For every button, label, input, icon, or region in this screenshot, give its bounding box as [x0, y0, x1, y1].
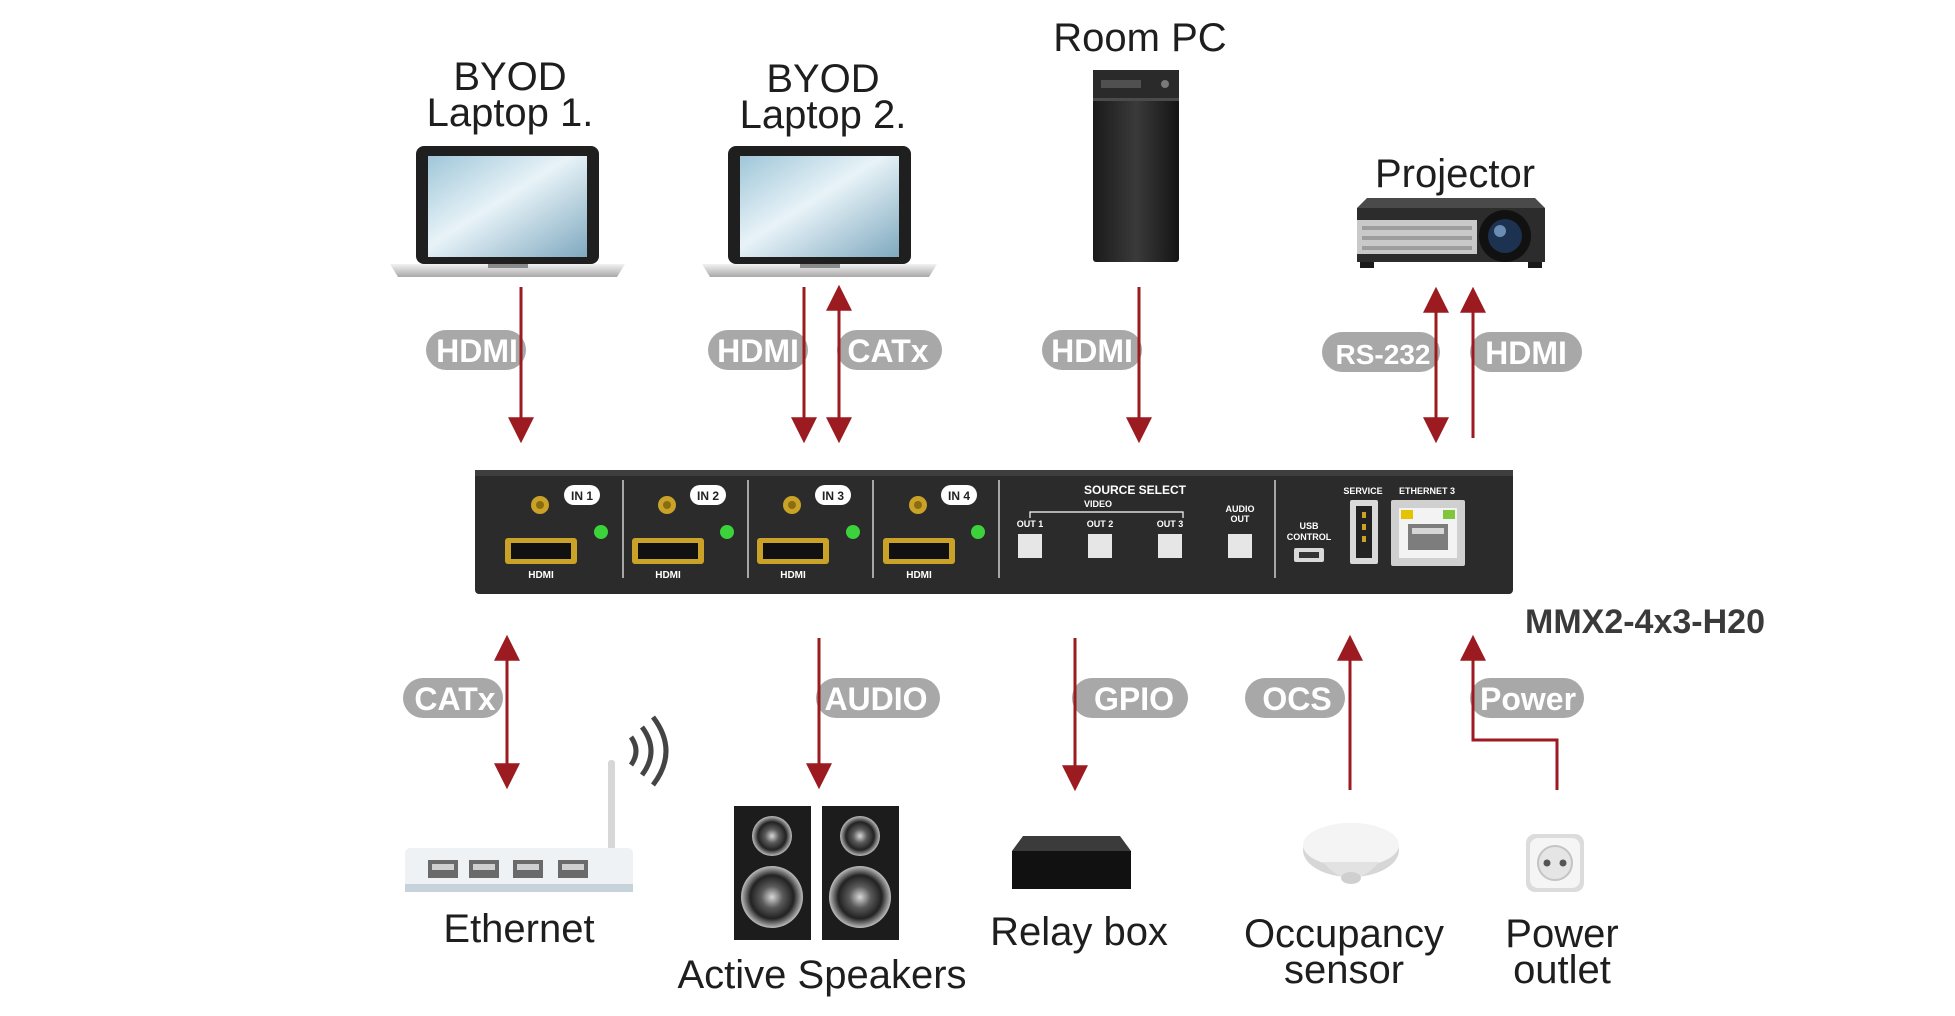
laptop1-icon [390, 146, 625, 277]
control-section: USB CONTROL SERVICE ETHERNET 3 [1287, 486, 1465, 566]
service-label: SERVICE [1343, 486, 1382, 496]
in-label: IN 4 [948, 489, 970, 503]
room-pc-tower-icon [1093, 70, 1179, 262]
pill-projector-rs232: RS-232 [1322, 332, 1440, 372]
pill-text: AUDIO [824, 681, 927, 717]
usb-control-label-line1: USB [1299, 521, 1319, 531]
power-outlet-icon [1526, 834, 1584, 892]
source-select-section: SOURCE SELECT VIDEO OUT 1 OUT 2 OUT 3 AU… [1017, 483, 1255, 558]
pill-text: GPIO [1094, 681, 1174, 717]
pill-text: CATx [414, 681, 495, 717]
projector-icon [1357, 198, 1545, 268]
occupancy-sensor-icon [1303, 823, 1399, 884]
pill-laptop2-hdmi: HDMI [708, 330, 808, 370]
hdmi-port-label: HDMI [655, 570, 681, 581]
pill-text: HDMI [436, 333, 518, 369]
input-group-2: IN 2 HDMI [632, 485, 734, 581]
out1-button[interactable] [1018, 534, 1042, 558]
pill-text: HDMI [1051, 333, 1133, 369]
relay-box-icon [1012, 836, 1131, 889]
pill-text: HDMI [1485, 335, 1567, 371]
room-pc-label: Room PC [1053, 16, 1226, 60]
projector-label: Projector [1375, 152, 1535, 196]
input-group-3: IN 3 HDMI [757, 485, 860, 581]
laptop1-label-line2: Laptop 1. [427, 91, 594, 135]
laptop2-icon [702, 146, 937, 277]
outlet-label-line1: Power [1505, 912, 1618, 956]
in-label: IN 3 [822, 489, 844, 503]
occupancy-label-line1: Occupancy [1244, 912, 1444, 956]
source-select-label: SOURCE SELECT [1084, 483, 1187, 497]
hdmi-port-label: HDMI [528, 570, 554, 581]
pill-text: Power [1480, 681, 1576, 717]
pill-speakers-audio: AUDIO [816, 678, 940, 718]
out3-button[interactable] [1158, 534, 1182, 558]
out2-button[interactable] [1088, 534, 1112, 558]
laptop2-label-line1: BYOD [766, 57, 879, 101]
laptop2-label-line2: Laptop 2. [740, 93, 907, 137]
relay-box-label: Relay box [990, 910, 1168, 954]
audio-out-label-line2: OUT [1231, 514, 1251, 524]
ethernet-label: Ethernet [443, 907, 594, 951]
pill-projector-hdmi: HDMI [1470, 332, 1582, 372]
pill-outlet-power: Power [1470, 678, 1584, 718]
laptop1-label-line1: BYOD [453, 55, 566, 99]
out2-label: OUT 2 [1087, 519, 1114, 529]
occupancy-label-line2: sensor [1284, 948, 1404, 992]
pill-laptop2-catx: CATx [837, 330, 942, 370]
pill-text: OCS [1262, 681, 1331, 717]
audio-out-label-line1: AUDIO [1226, 504, 1255, 514]
pill-relay-gpio: GPIO [1072, 678, 1188, 718]
speakers-label: Active Speakers [677, 953, 966, 997]
pill-occupancy-ocs: OCS [1245, 678, 1345, 718]
pill-text: CATx [847, 333, 928, 369]
input-group-1: IN 1 HDMI [505, 485, 608, 581]
pill-roompc-hdmi: HDMI [1042, 330, 1142, 370]
usb-control-label-line2: CONTROL [1287, 532, 1332, 542]
in-label: IN 2 [697, 489, 719, 503]
pill-laptop1-hdmi: HDMI [426, 330, 526, 370]
video-label: VIDEO [1084, 499, 1112, 509]
matrix-front-panel [475, 470, 1513, 594]
pill-ethernet-catx: CATx [403, 678, 503, 718]
model-label: MMX2-4x3-H20 [1525, 603, 1765, 641]
out3-label: OUT 3 [1157, 519, 1184, 529]
hdmi-port-label: HDMI [906, 570, 932, 581]
router-icon [405, 715, 669, 892]
speakers-icon [734, 806, 899, 940]
audio-out-button[interactable] [1228, 534, 1252, 558]
out1-label: OUT 1 [1017, 519, 1044, 529]
pill-text: RS-232 [1336, 339, 1431, 370]
outlet-label-line2: outlet [1513, 948, 1611, 992]
pill-text: HDMI [717, 333, 799, 369]
ethernet3-label: ETHERNET 3 [1399, 486, 1455, 496]
in-label: IN 1 [571, 489, 593, 503]
input-group-4: IN 4 HDMI [883, 485, 985, 581]
hdmi-port-label: HDMI [780, 570, 806, 581]
